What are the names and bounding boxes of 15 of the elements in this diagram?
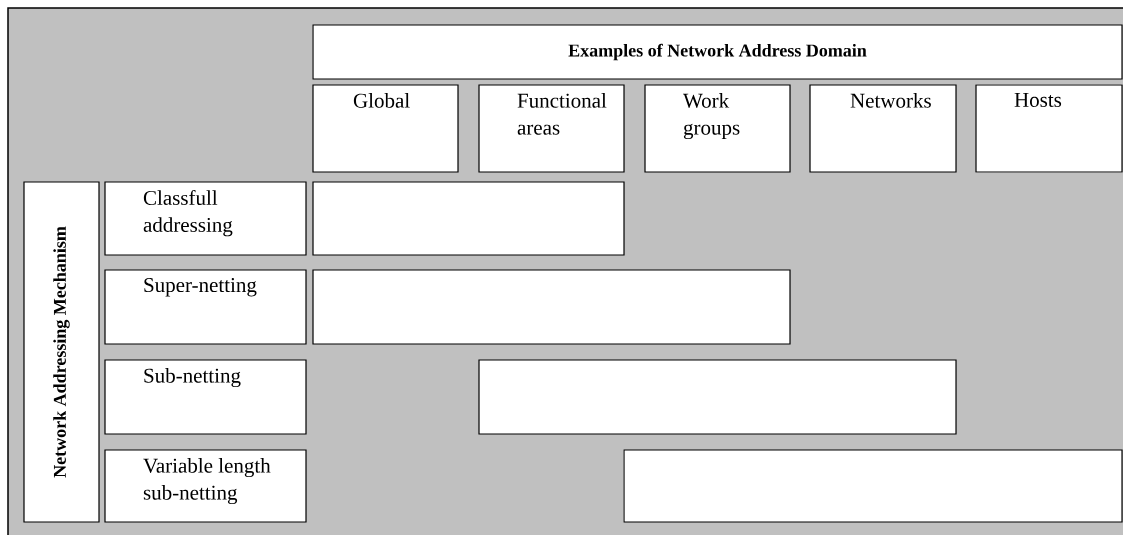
row-label-box: Super-netting <box>104 269 307 345</box>
column-box: Work groups <box>644 84 791 173</box>
range-bar <box>478 359 957 435</box>
range-bar <box>312 181 625 256</box>
column-box: Global <box>312 84 459 173</box>
range-bar <box>623 449 1123 523</box>
column-box: Hosts <box>975 84 1123 173</box>
row-label-box: Variable length sub-netting <box>104 449 307 523</box>
column-box: Functional areas <box>478 84 625 173</box>
header-box: Examples of Network Address Domain <box>312 24 1123 80</box>
axis-label-box: Network Addressing Mechanism <box>23 181 100 523</box>
column-box: Networks <box>809 84 957 173</box>
range-bar <box>312 269 791 345</box>
row-label-box: Classfull addressing <box>104 181 307 256</box>
row-label-box: Sub-netting <box>104 359 307 435</box>
